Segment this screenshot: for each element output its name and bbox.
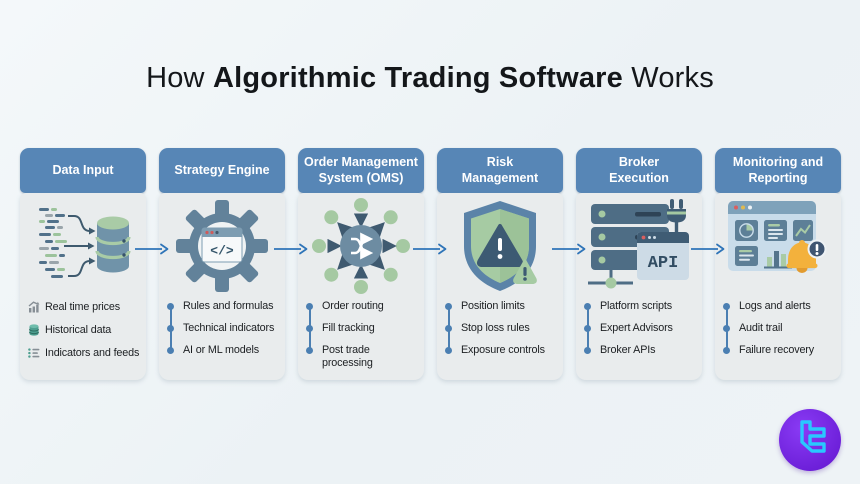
card-header: Data Input xyxy=(20,148,146,193)
card-header: Risk Management xyxy=(437,148,563,193)
card-body: API Platform scripts Expert Advisors Bro… xyxy=(576,193,702,380)
bullet-list: Real time prices Historical data Indicat… xyxy=(27,300,144,360)
data-stream-database-icon xyxy=(39,208,131,278)
list-item: Rules and formulas xyxy=(167,300,283,313)
list-item: Audit trail xyxy=(723,322,839,335)
bullet-list: Rules and formulas Technical indicators … xyxy=(167,300,283,357)
card-body: Order routing Fill tracking Post trade p… xyxy=(298,193,424,380)
flow-arrow xyxy=(412,242,448,256)
brand-logo xyxy=(779,409,841,471)
list-item: Fill tracking xyxy=(306,322,422,335)
list-item: Historical data xyxy=(27,323,144,337)
card-header: Order Management System (OMS) xyxy=(298,148,424,193)
card-title: Broker Execution xyxy=(609,154,669,185)
dashboard-bell-icon xyxy=(728,201,827,273)
card-body: Logs and alerts Audit trail Failure reco… xyxy=(715,193,841,380)
card-body: Real time prices Historical data Indicat… xyxy=(20,193,146,380)
list-item: Technical indicators xyxy=(167,322,283,335)
list-item: Broker APIs xyxy=(584,344,700,357)
mini-bar-chart-icon xyxy=(27,300,41,314)
list-item: Exposure controls xyxy=(445,344,561,357)
flow-arrow xyxy=(690,242,726,256)
bullet-list: Order routing Fill tracking Post trade p… xyxy=(306,300,422,369)
brand-logo-glyph xyxy=(800,420,826,453)
card-broker-execution: Broker Execution xyxy=(576,148,702,380)
list-item: Indicators and feeds xyxy=(27,346,144,360)
card-title: Order Management System (OMS) xyxy=(304,154,418,185)
list-item: Order routing xyxy=(306,300,422,313)
card-title: Data Input xyxy=(52,162,114,177)
card-title: Monitoring and Reporting xyxy=(732,154,824,185)
bullet-list: Position limits Stop loss rules Exposure… xyxy=(445,300,561,357)
card-title: Strategy Engine xyxy=(174,162,270,177)
alert-badge xyxy=(807,239,827,259)
code-glyph: </> xyxy=(210,244,234,259)
mini-list-icon xyxy=(27,346,41,360)
list-item-label: Indicators and feeds xyxy=(45,346,140,359)
list-item-label: Historical data xyxy=(45,323,112,336)
list-item: Post trade processing xyxy=(306,344,422,369)
bullet-list: Logs and alerts Audit trail Failure reco… xyxy=(723,300,839,357)
card-header: Broker Execution xyxy=(576,148,702,193)
card-body: Position limits Stop loss rules Exposure… xyxy=(437,193,563,380)
card-order-management: Order Management System (OMS) xyxy=(298,148,424,380)
list-item: Failure recovery xyxy=(723,344,839,357)
flow-arrow xyxy=(273,242,309,256)
list-item: Logs and alerts xyxy=(723,300,839,313)
code-window: </> xyxy=(201,227,243,263)
flow-arrow xyxy=(551,242,587,256)
api-window: API xyxy=(637,232,689,280)
mini-database-icon xyxy=(27,323,41,337)
shield-warning-icon xyxy=(464,201,537,291)
card-monitoring-reporting: Monitoring and Reporting xyxy=(715,148,841,380)
list-item: AI or ML models xyxy=(167,344,283,357)
list-item-label: Real time prices xyxy=(45,300,121,313)
title-emphasis: Algorithmic Trading Software xyxy=(212,62,623,94)
page-title: How Algorithmic Trading Software Works xyxy=(0,62,860,95)
api-label: API xyxy=(648,254,679,273)
server-api-plug-icon: API xyxy=(588,199,689,289)
list-item: Stop loss rules xyxy=(445,322,561,335)
bullet-list: Platform scripts Expert Advisors Broker … xyxy=(584,300,700,357)
card-risk-management: Risk Management xyxy=(437,148,563,380)
list-item: Expert Advisors xyxy=(584,322,700,335)
list-item: Real time prices xyxy=(27,300,144,314)
order-routing-hub-icon xyxy=(312,198,410,294)
alert-triangle-badge xyxy=(513,259,537,284)
card-body: </> Rules and formulas Technical indicat… xyxy=(159,193,285,380)
card-data-input: Data Input xyxy=(20,148,146,380)
gear-code-icon: </> xyxy=(176,200,268,292)
card-title: Risk Management xyxy=(461,154,539,185)
shuffle-glyph xyxy=(351,232,374,260)
title-prefix: How xyxy=(146,62,205,94)
title-suffix: Works xyxy=(631,62,714,94)
plug-icon xyxy=(667,199,686,232)
flow-arrow xyxy=(134,242,170,256)
list-item: Position limits xyxy=(445,300,561,313)
list-item: Platform scripts xyxy=(584,300,700,313)
card-header: Strategy Engine xyxy=(159,148,285,193)
card-header: Monitoring and Reporting xyxy=(715,148,841,193)
card-strategy-engine: Strategy Engine xyxy=(159,148,285,380)
